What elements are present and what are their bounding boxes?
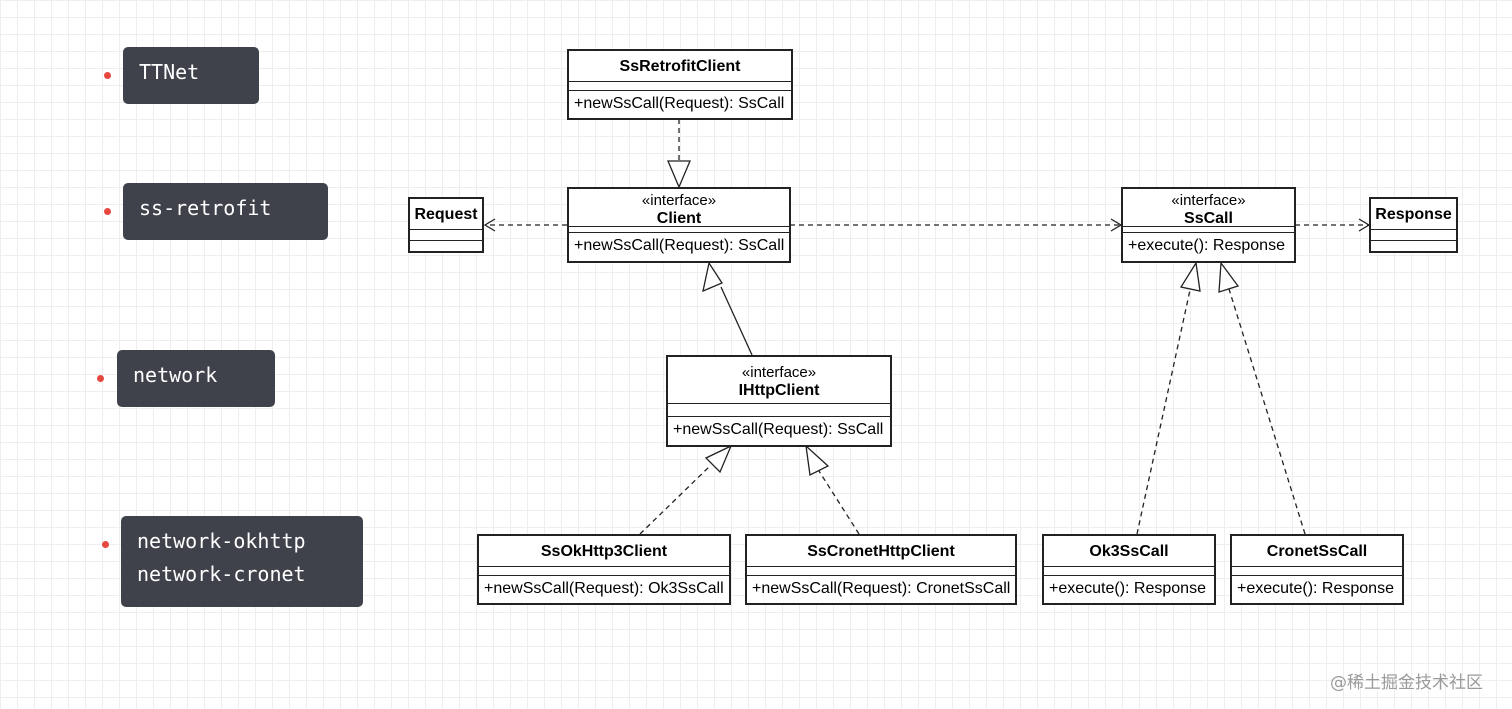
ssokhttp3client-realizes-ihttpclient bbox=[639, 444, 733, 535]
class-operation: +newSsCall(Request): Ok3SsCall bbox=[484, 580, 724, 597]
layer-dot-network bbox=[97, 375, 104, 382]
layer-tag-network-impl: network-okhttp network-cronet bbox=[121, 516, 363, 607]
class-name: Client bbox=[656, 210, 702, 227]
layer-tag-line: ss-retrofit bbox=[139, 196, 272, 220]
class-operation: +newSsCall(Request): SsCall bbox=[673, 421, 884, 438]
layer-tag-line: network bbox=[133, 363, 218, 387]
layer-tag-line: network-cronet bbox=[137, 562, 306, 586]
class-name: SsRetrofitClient bbox=[619, 57, 741, 75]
class-name: Request bbox=[414, 205, 478, 223]
layer-dot-ss-retrofit bbox=[104, 208, 111, 215]
class-operation: +newSsCall(Request): SsCall bbox=[574, 237, 785, 254]
class-operation: +execute(): Response bbox=[1237, 580, 1394, 597]
class-cronetsscall: CronetSsCall +execute(): Response bbox=[1230, 534, 1404, 605]
class-stereotype: «interface» bbox=[741, 364, 817, 381]
class-operation: +newSsCall(Request): SsCall bbox=[574, 95, 785, 112]
class-operation: +execute(): Response bbox=[1049, 580, 1206, 597]
class-name: Response bbox=[1375, 205, 1452, 223]
layer-tag-ttnet: TTNet bbox=[123, 47, 259, 104]
sscall-depends-response bbox=[1295, 218, 1371, 232]
class-ssokhttp3client: SsOkHttp3Client +newSsCall(Request): Ok3… bbox=[477, 534, 731, 605]
class-name: SsOkHttp3Client bbox=[540, 542, 668, 560]
class-response: Response bbox=[1369, 197, 1458, 253]
layer-tag-ss-retrofit: ss-retrofit bbox=[123, 183, 328, 240]
class-ok3sscall: Ok3SsCall +execute(): Response bbox=[1042, 534, 1216, 605]
class-ihttpclient: «interface» IHttpClient +newSsCall(Reque… bbox=[666, 355, 892, 447]
layer-tag-line: network-okhttp bbox=[137, 529, 306, 553]
layer-tag-line: TTNet bbox=[139, 60, 200, 84]
class-name: SsCall bbox=[1184, 210, 1233, 227]
ihttpclient-extends-client bbox=[702, 261, 753, 356]
class-name: CronetSsCall bbox=[1266, 542, 1368, 560]
sscronethttpclient-realizes-ihttpclient bbox=[805, 444, 860, 535]
class-name: Ok3SsCall bbox=[1089, 542, 1169, 560]
class-name: SsCronetHttpClient bbox=[807, 542, 955, 560]
client-depends-sscall bbox=[790, 218, 1123, 232]
class-name: IHttpClient bbox=[738, 382, 820, 399]
class-client: «interface» Client +newSsCall(Request): … bbox=[567, 187, 791, 263]
class-operation: +execute(): Response bbox=[1128, 237, 1285, 254]
layer-dot-network-impl bbox=[102, 541, 109, 548]
class-stereotype: «interface» bbox=[641, 192, 717, 209]
class-sscall: «interface» SsCall +execute(): Response bbox=[1121, 187, 1296, 263]
client-depends-request bbox=[483, 218, 567, 232]
class-sscronethttpclient: SsCronetHttpClient +newSsCall(Request): … bbox=[745, 534, 1017, 605]
cronetsscall-realizes-sscall bbox=[1218, 261, 1306, 535]
class-ssretrofitclient: SsRetrofitClient +newSsCall(Request): Ss… bbox=[567, 49, 793, 120]
class-request: Request bbox=[408, 197, 484, 253]
ok3sscall-realizes-sscall bbox=[1136, 261, 1201, 535]
class-stereotype: «interface» bbox=[1171, 192, 1246, 209]
ssretrofitclient-realizes-client bbox=[667, 119, 691, 189]
layer-tag-network: network bbox=[117, 350, 275, 407]
class-operation: +newSsCall(Request): CronetSsCall bbox=[752, 580, 1011, 597]
layer-dot-ttnet bbox=[104, 72, 111, 79]
watermark: @稀土掘金技术社区 bbox=[1330, 673, 1483, 693]
